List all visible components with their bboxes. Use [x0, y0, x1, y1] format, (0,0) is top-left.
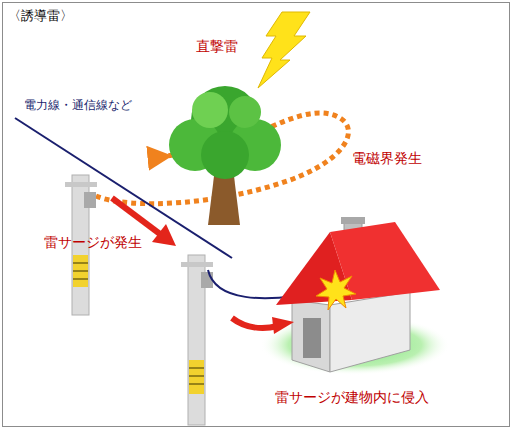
line-label: 電力線・通信線など — [24, 98, 132, 112]
surge-label: 雷サージが発生 — [44, 234, 142, 251]
lightning-bolt — [258, 12, 310, 88]
surge-arrow — [152, 224, 176, 246]
tree — [169, 86, 281, 225]
entry-arrow — [272, 317, 294, 334]
intrusion-label: 雷サージが建物内に侵入 — [275, 389, 429, 406]
house — [260, 217, 450, 375]
frame — [3, 3, 510, 427]
field-arrow — [150, 157, 160, 158]
utility-pole — [181, 255, 213, 425]
power-line — [15, 118, 232, 258]
entry-arrow — [232, 318, 278, 328]
field-label: 電磁界発生 — [352, 150, 422, 167]
diagram-title: 〈誘導雷〉 — [8, 8, 73, 24]
surge-arrow — [112, 198, 160, 234]
strike-label: 直撃雷 — [196, 38, 238, 55]
spark — [316, 270, 356, 310]
